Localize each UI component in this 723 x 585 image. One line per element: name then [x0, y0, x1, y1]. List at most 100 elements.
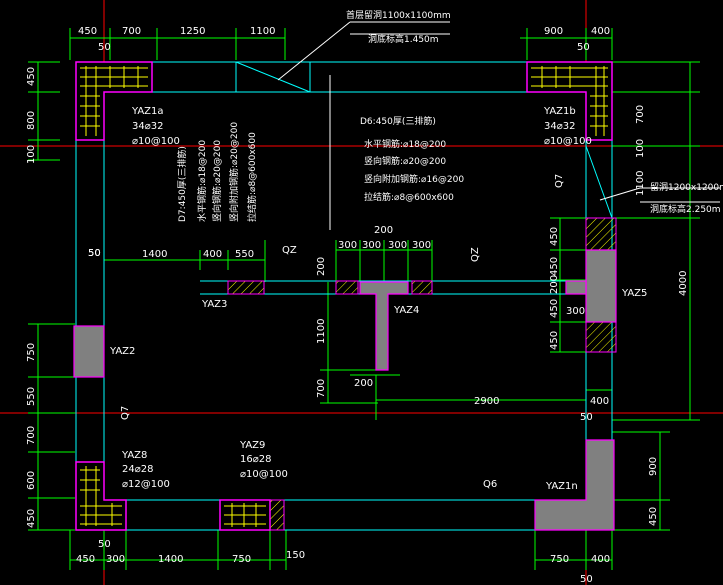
- yaz9-bars: 16⌀28: [240, 454, 271, 465]
- left-dim-450-bottom: 450: [26, 509, 37, 528]
- yaz1n-name: YAZ1n: [545, 481, 578, 492]
- column-yaz4: [359, 281, 409, 371]
- yaz8-name: YAZ8: [121, 450, 147, 461]
- hatched-zones: [227, 217, 617, 531]
- yaz1b-bars: 34⌀32: [544, 121, 575, 132]
- rebar-yaz1a: [75, 61, 153, 141]
- span-dim-2900: 2900: [474, 396, 499, 407]
- bottom-dim-300: 300: [106, 554, 125, 565]
- column-yaz5-flange: [565, 280, 587, 295]
- right-dim-1100: 1100: [635, 171, 646, 196]
- leader-lines: [277, 21, 720, 230]
- yaz8-stirrups: ⌀12@100: [122, 479, 170, 490]
- inner-dim-small-50: 50: [88, 248, 101, 259]
- yaz5-dim-450-a: 450: [549, 227, 560, 246]
- yaz1a-stirrups: ⌀10@100: [132, 136, 180, 147]
- q6-note-tie: 拉结筋:⌀8@600x600: [364, 191, 454, 203]
- yaz5-dim-450-c: 450: [549, 299, 560, 318]
- yaz5-dim-200: 200: [549, 275, 560, 294]
- yaz5-dim-300: 300: [566, 306, 585, 317]
- right-dim-700: 700: [635, 105, 646, 124]
- bottom-dim-750-right: 750: [550, 554, 569, 565]
- yaz2-name: YAZ2: [109, 346, 135, 357]
- yaz1b-name: YAZ1b: [543, 106, 576, 117]
- top-opening-elev: 洞底标高1.450m: [368, 33, 439, 45]
- left-dim-750: 750: [26, 343, 37, 362]
- qz-label-left: QZ: [282, 245, 297, 256]
- bottom-dim-small-50-right: 50: [580, 574, 593, 585]
- column-yaz5: [585, 249, 617, 323]
- yaz8-bars: 24⌀28: [122, 464, 153, 475]
- rebar-yaz9: [219, 499, 271, 531]
- right-dim-4000: 4000: [678, 271, 689, 296]
- q6-label: Q6: [483, 479, 497, 490]
- bottom-dim-1400: 1400: [158, 554, 183, 565]
- top-dim-small-50-right: 50: [577, 42, 590, 53]
- right-dim-900: 900: [648, 457, 659, 476]
- inner-dim-550: 550: [235, 249, 254, 260]
- left-dim-450: 450: [26, 67, 37, 86]
- bottom-dim-450: 450: [76, 554, 95, 565]
- inner-dim-1400: 1400: [142, 249, 167, 260]
- q7-note-title: D7:450厚(三排筋): [176, 146, 188, 222]
- right-opening-elev: 洞底标高2.250m: [650, 203, 721, 215]
- rebar-cages: [75, 61, 613, 531]
- top-opening-size: 首层留洞1100x1100mm: [346, 9, 451, 21]
- yaz4-dim-200-h: 200: [354, 378, 373, 389]
- left-dim-800: 800: [26, 111, 37, 130]
- yaz1a-name: YAZ1a: [131, 106, 164, 117]
- text-layer: 450 700 1250 1100 900 400 50 50 450 800 …: [26, 9, 723, 585]
- yaz5-name: YAZ5: [621, 288, 647, 299]
- q6-note-vert-extra: 竖向附加钢筋:⌀16@200: [364, 173, 464, 185]
- top-dim-small-50-left: 50: [98, 42, 111, 53]
- dimension-lines: [28, 28, 700, 570]
- bottom-dim-150: 150: [286, 550, 305, 561]
- yaz5-dim-450-b: 450: [549, 257, 560, 276]
- q6-note-title: D6:450厚(三排筋): [360, 115, 436, 127]
- right-opening-size: 留洞1200x1200mm: [650, 181, 723, 193]
- yaz4-name: YAZ4: [393, 305, 419, 316]
- right-dim-450: 450: [648, 507, 659, 526]
- right-dim-50-inner: 50: [580, 412, 593, 423]
- yaz1a-bars: 34⌀32: [132, 121, 163, 132]
- q7-label-right: Q7: [554, 174, 565, 188]
- bottom-dim-small-50-left: 50: [98, 539, 111, 550]
- yaz4-dim-1100: 1100: [316, 319, 327, 344]
- yaz4-dim-200-v: 200: [316, 257, 327, 276]
- yaz4-dim-700: 700: [316, 379, 327, 398]
- yaz9-name: YAZ9: [239, 440, 265, 451]
- wall-outlines: [75, 61, 613, 531]
- top-dim-1250: 1250: [180, 26, 205, 37]
- left-dim-small-50: 50: [88, 248, 101, 259]
- yaz5-dim-450-d: 450: [549, 331, 560, 350]
- q7-note-horiz: 水平钢筋:⌀18@200: [196, 140, 208, 222]
- q7-note-vert: 竖向钢筋:⌀20@200: [211, 140, 223, 222]
- left-dim-600: 600: [26, 471, 37, 490]
- right-dim-400-inner: 400: [590, 396, 609, 407]
- inner-dim-400: 400: [203, 249, 222, 260]
- column-yaz2: [73, 325, 105, 378]
- qz-label-mid: QZ: [470, 247, 481, 262]
- yaz9-stirrups: ⌀10@100: [240, 469, 288, 480]
- top-dim-900: 900: [544, 26, 563, 37]
- yaz1b-stirrups: ⌀10@100: [544, 136, 592, 147]
- inner-dim-300-a: 300: [338, 240, 357, 251]
- q7-note-tie: 拉结筋:⌀8@600x600: [246, 132, 258, 222]
- inner-dim-300-d: 300: [412, 240, 431, 251]
- inner-dim-200-top: 200: [374, 225, 393, 236]
- top-dim-400: 400: [591, 26, 610, 37]
- rebar-yaz1b: [526, 61, 613, 141]
- top-dim-700: 700: [122, 26, 141, 37]
- inner-dim-300-b: 300: [362, 240, 381, 251]
- left-dim-550: 550: [26, 387, 37, 406]
- right-dim-100: 100: [635, 139, 646, 158]
- top-dim-1100: 1100: [250, 26, 275, 37]
- rebar-yaz8: [75, 461, 127, 531]
- q7-label-left: Q7: [120, 406, 131, 420]
- top-dim-450: 450: [78, 26, 97, 37]
- yaz3-name: YAZ3: [201, 299, 227, 310]
- inner-dim-300-c: 300: [388, 240, 407, 251]
- q6-note-horiz: 水平钢筋:⌀18@200: [364, 138, 446, 150]
- bottom-dim-400: 400: [591, 554, 610, 565]
